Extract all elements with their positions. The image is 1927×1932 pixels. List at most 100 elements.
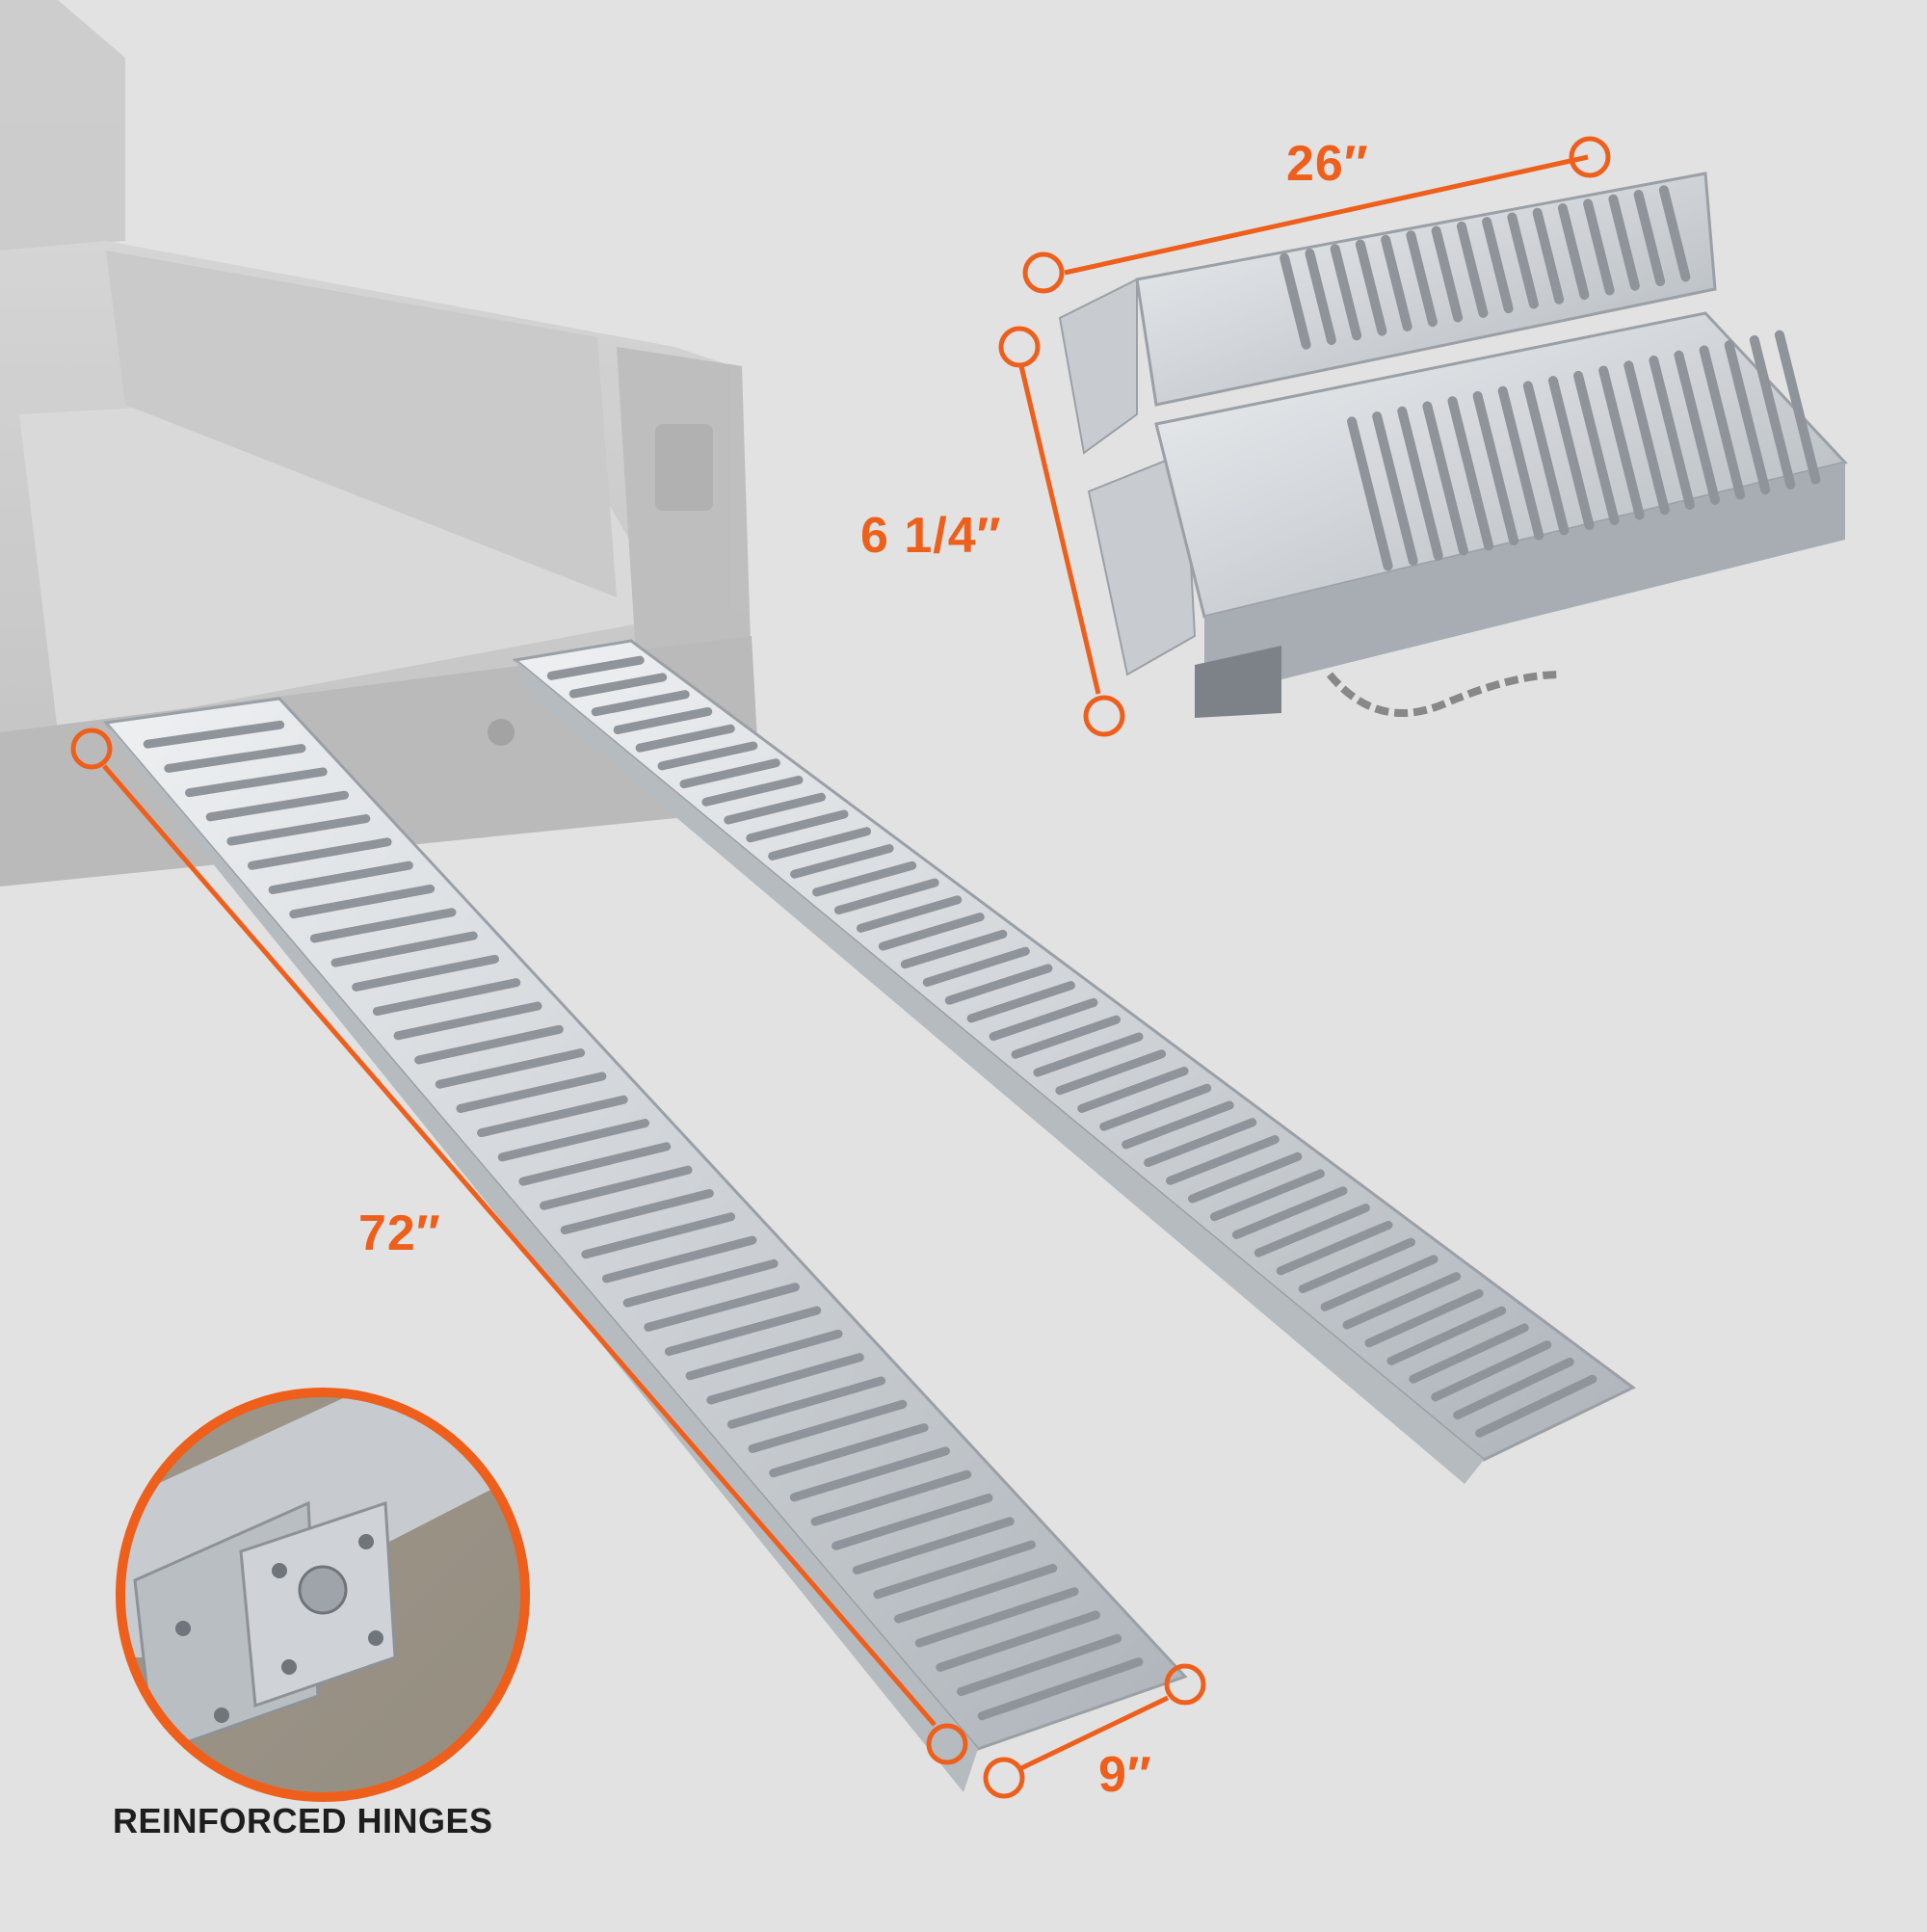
ramp-slot xyxy=(873,1540,1037,1600)
ramp-slot xyxy=(679,758,780,789)
ramp-slot xyxy=(568,673,668,699)
ramp-slot xyxy=(726,1376,886,1429)
folded-width-line xyxy=(1064,154,1589,276)
ramp-slot xyxy=(226,814,371,846)
ramp-slot xyxy=(922,946,1030,987)
folded-slot xyxy=(1355,239,1387,336)
folded-slot xyxy=(1649,356,1695,511)
folded-slot xyxy=(1280,252,1311,350)
ramp-slot xyxy=(1209,1169,1325,1222)
dimension-lines xyxy=(70,136,1611,1799)
hinge-closeup-inset xyxy=(116,1388,530,1802)
folded-slot xyxy=(1598,365,1645,520)
folded-height-label: 6 1/4″ xyxy=(860,508,1002,564)
folded-slot xyxy=(1724,340,1771,495)
folded-slot xyxy=(1507,212,1539,309)
folded-slot xyxy=(1347,416,1393,571)
ramp-slot xyxy=(1187,1151,1303,1204)
ramp-slot xyxy=(1011,1015,1121,1059)
folded-height-start-marker xyxy=(998,326,1041,368)
ramp-slot xyxy=(832,1494,993,1550)
ramp-slot xyxy=(914,1587,1079,1648)
ramp-slot xyxy=(185,767,328,798)
width-line xyxy=(1019,1695,1170,1771)
ramp-slot xyxy=(1122,1100,1234,1150)
ramp-slot xyxy=(944,964,1053,1005)
ramp-slot xyxy=(635,724,735,753)
ramp-slot xyxy=(1386,1306,1507,1365)
folded-slot xyxy=(1456,221,1489,318)
folded-slot xyxy=(1422,401,1468,556)
folded-slot xyxy=(1472,390,1519,545)
inset-ring xyxy=(116,1388,530,1802)
folded-width-label: 26″ xyxy=(1286,136,1369,192)
ramp-slot xyxy=(1453,1357,1574,1420)
ramp-slot xyxy=(1364,1288,1484,1348)
folded-slot xyxy=(1522,381,1570,536)
width-start-marker xyxy=(983,1757,1025,1799)
folded-slot xyxy=(1305,248,1336,345)
safety-chain xyxy=(1326,671,1562,717)
length-start-marker xyxy=(70,728,113,770)
ramp-slot xyxy=(894,1563,1058,1624)
folded-slot xyxy=(1381,234,1412,331)
ramp-slot xyxy=(1276,1220,1393,1276)
ramp-slot xyxy=(309,908,457,943)
ramp-slot xyxy=(936,1610,1100,1672)
ramp-slot xyxy=(601,1235,757,1284)
ramp-slot xyxy=(1320,1255,1439,1311)
ramp-slot xyxy=(1055,1049,1167,1096)
folded-slot xyxy=(1674,350,1720,505)
folded-slot xyxy=(1774,330,1821,485)
ramp-slot xyxy=(701,776,804,807)
ramp-slot xyxy=(540,1165,693,1210)
length-end-marker xyxy=(926,1723,968,1765)
ramp-slot xyxy=(1298,1237,1416,1294)
ramp-slot xyxy=(477,1095,628,1138)
ramp-slot xyxy=(644,1283,800,1332)
ramp-slot xyxy=(900,929,1008,969)
folded-slot xyxy=(1406,230,1438,328)
ramp-slot xyxy=(1099,1083,1212,1131)
right-ramp xyxy=(512,639,1636,1484)
ramp-slot xyxy=(546,655,645,680)
folded-ramps xyxy=(1058,172,1848,718)
ramp-slot xyxy=(966,981,1075,1023)
ramp-slot xyxy=(622,1258,779,1308)
ramp-slot xyxy=(812,860,917,897)
folded-slot xyxy=(1699,345,1746,500)
left-ramp-slots xyxy=(143,720,1144,1721)
folded-slot xyxy=(1447,396,1493,551)
ramp-slot xyxy=(330,931,478,967)
length-line xyxy=(102,764,937,1727)
folded-slot xyxy=(1431,225,1464,323)
ramp-slot xyxy=(852,1517,1015,1575)
folded-slot xyxy=(1372,411,1418,567)
ramp-slot xyxy=(1342,1272,1462,1330)
ramp-slot xyxy=(268,860,413,894)
ramp-slot xyxy=(1475,1374,1597,1438)
ramp-slot xyxy=(143,720,285,749)
folded-slot xyxy=(1397,406,1443,561)
folded-slot xyxy=(1482,217,1514,314)
ramp-slot xyxy=(768,827,872,860)
folded-height-end-marker xyxy=(1083,695,1125,737)
ramp-slot xyxy=(790,844,894,879)
ramp-slot xyxy=(289,884,436,919)
folded-slot xyxy=(1330,244,1362,341)
ramp-slot xyxy=(664,1306,822,1357)
ramp-slot xyxy=(1254,1204,1370,1257)
right-ramp-slots xyxy=(546,655,1597,1438)
ramp-slot xyxy=(247,837,392,870)
folded-slot xyxy=(1547,376,1595,531)
ramp-slot xyxy=(748,1399,908,1453)
ramp-slot xyxy=(1077,1066,1189,1113)
folded-slot xyxy=(1583,198,1615,296)
ramp-slot xyxy=(205,790,350,822)
folded-slot xyxy=(1532,207,1565,304)
ramp-slot xyxy=(989,997,1098,1042)
ramp-slot xyxy=(746,809,849,843)
folded-slot xyxy=(1633,190,1666,287)
ramp-slot xyxy=(518,1142,672,1186)
